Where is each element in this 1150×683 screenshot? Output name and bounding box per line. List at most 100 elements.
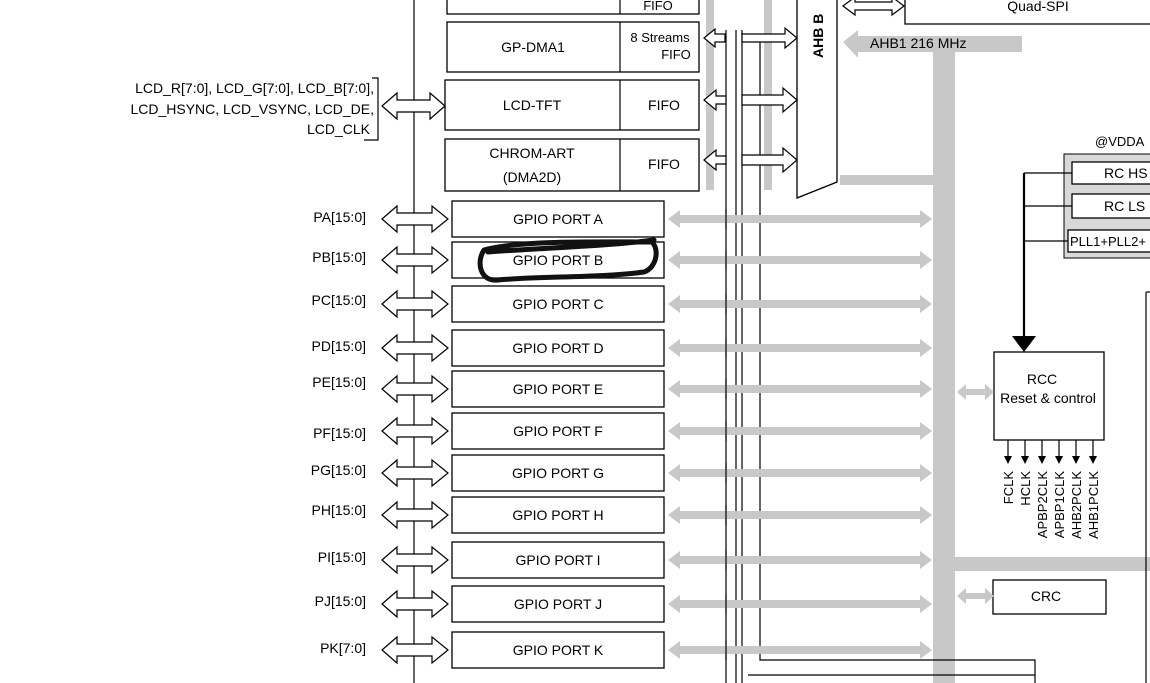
clock-out-arrowhead-0 xyxy=(1004,456,1012,464)
pin-label-d: PD[15:0] xyxy=(312,338,366,354)
clock-out-label-apbp2clk: APBP2CLK xyxy=(1035,471,1050,539)
pin-label-j: PJ[15:0] xyxy=(315,593,366,609)
gpio-port-e-label: GPIO PORT E xyxy=(513,381,604,397)
gpio-rows: PA[15:0]GPIO PORT APB[15:0]GPIO PORT BPC… xyxy=(311,200,932,669)
gpio-port-k-label: GPIO PORT K xyxy=(513,642,604,658)
quad-spi-block[interactable] xyxy=(904,0,1150,25)
lcd-tft-label: LCD-TFT xyxy=(503,97,562,113)
rc-ls-label: RC LS xyxy=(1104,198,1145,214)
ahb-bus-matrix[interactable] xyxy=(796,0,838,199)
clock-out-arrowhead-3 xyxy=(1055,456,1063,464)
lcd-signals-line2: LCD_HSYNC, LCD_VSYNC, LCD_DE, xyxy=(130,101,374,117)
crc-block[interactable] xyxy=(992,579,1107,615)
gpio-bus-arrow-k xyxy=(668,641,932,659)
gpio-port-d[interactable] xyxy=(451,329,665,367)
chrom-art-arrow-left xyxy=(703,148,727,172)
lcd-tft-block[interactable] xyxy=(444,79,700,131)
crc-bus-arrow xyxy=(957,588,994,604)
gpio-port-e[interactable] xyxy=(451,370,665,408)
top-block xyxy=(446,0,700,15)
ahb1-label: AHB1 216 MHz xyxy=(870,35,966,51)
vdda-label: @VDDA xyxy=(1095,134,1145,149)
clock-out-label-fclk: FCLK xyxy=(1001,471,1016,505)
gpio-port-j-label: GPIO PORT J xyxy=(514,596,602,612)
rcc-reset-label: Reset & control xyxy=(1000,390,1096,406)
gpio-port-c[interactable] xyxy=(451,285,665,323)
gpio-port-a[interactable] xyxy=(451,200,665,238)
rcc-block[interactable] xyxy=(993,351,1105,441)
quad-spi-double-arrow xyxy=(842,0,905,17)
lcd-signals-bracket xyxy=(364,77,379,141)
gpio-port-i-label: GPIO PORT I xyxy=(515,552,600,568)
lcd-tft-arrow-right xyxy=(741,86,798,114)
lcd-signals-line1: LCD_R[7:0], LCD_G[7:0], LCD_B[7:0], xyxy=(135,80,374,96)
ahb1-header-arrow xyxy=(843,30,1022,58)
gpio-port-c-label: GPIO PORT C xyxy=(512,296,603,312)
gpio-port-j[interactable] xyxy=(451,585,665,623)
clock-out-label-apbp1clk: APBP1CLK xyxy=(1052,471,1067,539)
gpio-bus-arrow-a xyxy=(668,210,932,228)
pll-label: PLL1+PLL2+ xyxy=(1070,234,1146,249)
gpio-bus-arrow-g xyxy=(668,464,932,482)
lcd-tft-fifo: FIFO xyxy=(648,97,680,113)
gpio-bus-arrow-i xyxy=(668,551,932,569)
pin-io-arrow-h xyxy=(381,500,449,530)
quad-spi-label: Quad-SPI xyxy=(1007,0,1068,14)
gpio-port-h[interactable] xyxy=(451,496,665,534)
gpio-port-b-label: GPIO PORT B xyxy=(513,252,604,268)
gp-dma1-label: GP-DMA1 xyxy=(501,39,565,55)
gp-dma1-streams: 8 Streams xyxy=(630,30,690,45)
pin-label-h: PH[15:0] xyxy=(312,502,366,518)
lcd-feed-bus xyxy=(840,175,940,185)
chrom-art-block[interactable] xyxy=(444,138,700,192)
gpio-port-f[interactable] xyxy=(451,412,665,450)
gp-dma1-fifo: FIFO xyxy=(661,47,691,62)
rcc-bus-arrow xyxy=(957,384,994,400)
clock-out-label-ahb2pclk: AHB2PCLK xyxy=(1069,471,1084,539)
top-fifo-label: FIFO xyxy=(643,0,673,13)
gp-dma1-block[interactable] xyxy=(446,21,700,73)
crc-label: CRC xyxy=(1031,588,1061,604)
pin-label-k: PK[7:0] xyxy=(320,640,366,656)
gpio-port-b-highlight xyxy=(477,237,659,283)
chrom-art-arrow-right xyxy=(741,146,798,174)
rcc-label: RCC xyxy=(1027,371,1057,387)
gp-dma1-arrow-right xyxy=(741,26,798,50)
gpio-bus-arrow-c xyxy=(668,295,932,313)
pin-io-arrow-g xyxy=(381,458,449,488)
pin-label-f: PF[15:0] xyxy=(313,425,366,441)
clock-out-arrowhead-4 xyxy=(1072,456,1080,464)
pin-io-arrow-e xyxy=(381,374,449,404)
chrom-art-label: CHROM-ART xyxy=(489,145,575,161)
gpio-port-g-label: GPIO PORT G xyxy=(512,465,604,481)
pin-label-i: PI[15:0] xyxy=(318,549,366,565)
gpio-bus-arrow-f xyxy=(668,422,932,440)
gpio-port-i[interactable] xyxy=(451,541,665,579)
gpio-bus-arrow-h xyxy=(668,506,932,524)
clock-out-label-hclk: HCLK xyxy=(1018,471,1033,506)
pin-label-a: PA[15:0] xyxy=(313,209,366,225)
rc-ls-block[interactable] xyxy=(1071,193,1150,219)
pin-label-g: PG[15:0] xyxy=(311,462,366,478)
gpio-bus-arrow-j xyxy=(668,595,932,613)
pin-io-arrow-c xyxy=(381,289,449,319)
chrom-art-dma2d: (DMA2D) xyxy=(503,169,561,185)
gpio-bus-arrow-d xyxy=(668,339,932,357)
gp-dma1-arrow-left xyxy=(703,27,726,49)
pin-io-arrow-f xyxy=(381,416,449,446)
gpio-port-a-label: GPIO PORT A xyxy=(513,211,603,227)
pin-label-e: PE[15:0] xyxy=(312,374,366,390)
clock-down-arrowhead xyxy=(1012,336,1036,352)
gpio-port-k[interactable] xyxy=(451,631,665,669)
lcd-tft-arrow-left xyxy=(703,88,727,112)
gpio-port-f-label: GPIO PORT F xyxy=(513,423,603,439)
pin-io-arrow-j xyxy=(381,589,449,619)
chrom-art-fifo: FIFO xyxy=(648,156,680,172)
gpio-port-g[interactable] xyxy=(451,454,665,492)
lcd-io-double-arrow xyxy=(381,91,446,121)
pin-label-c: PC[15:0] xyxy=(312,292,366,308)
pin-io-arrow-i xyxy=(381,545,449,575)
rc-hs-label: RC HS xyxy=(1104,165,1148,181)
